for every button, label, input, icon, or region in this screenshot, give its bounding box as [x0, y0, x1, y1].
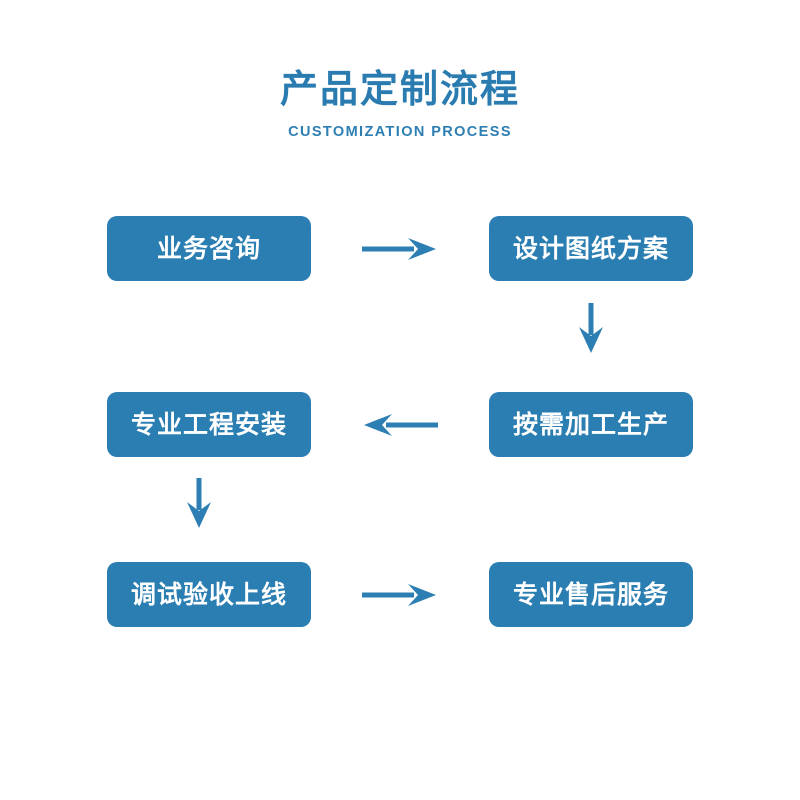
flow-node-business-consulting[interactable]: 业务咨询 [107, 216, 311, 281]
page-title: 产品定制流程 [279, 67, 520, 111]
flow-node-on-demand-processing-production[interactable]: 按需加工生产 [489, 392, 693, 457]
arrow-down-icon [573, 303, 609, 355]
flow-node-label: 专业工程安装 [130, 410, 287, 439]
flow-node-label: 专业售后服务 [512, 580, 669, 609]
flow-node-professional-engineering-installation[interactable]: 专业工程安装 [107, 392, 311, 457]
page-subtitle: CUSTOMIZATION PROCESS [288, 123, 512, 140]
flow-node-label: 调试验收上线 [130, 580, 287, 609]
arrow-right-icon [362, 579, 438, 611]
page-header: 产品定制流程 CUSTOMIZATION PROCESS [0, 67, 800, 140]
flow-node-professional-after-sales-service[interactable]: 专业售后服务 [489, 562, 693, 627]
flow-node-label: 按需加工生产 [512, 410, 669, 439]
flow-node-debug-acceptance-golive[interactable]: 调试验收上线 [107, 562, 311, 627]
flow-node-design-drawing-plan[interactable]: 设计图纸方案 [489, 216, 693, 281]
arrow-left-icon [362, 409, 438, 441]
flow-node-label: 业务咨询 [156, 234, 261, 263]
arrow-down-icon [181, 478, 217, 530]
flow-node-label: 设计图纸方案 [512, 234, 669, 263]
arrow-right-icon [362, 233, 438, 265]
